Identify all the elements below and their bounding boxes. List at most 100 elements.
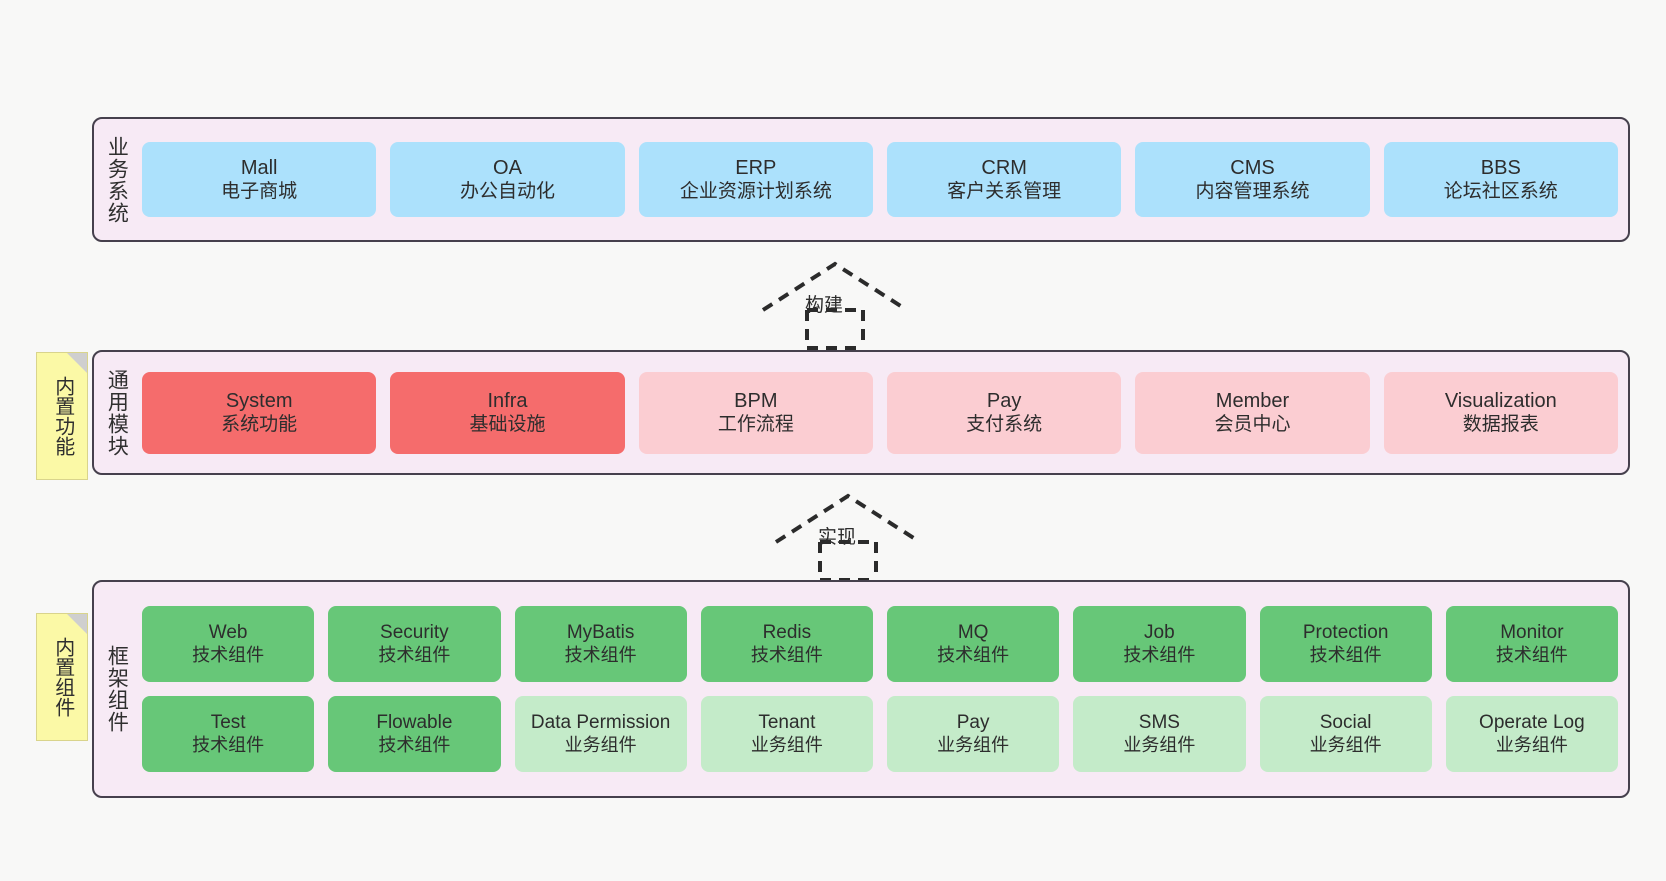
box-title: Operate Log [1479,712,1585,734]
box-title: SMS [1138,712,1180,734]
box-subtitle: 技术组件 [378,734,451,755]
box-subtitle: 内容管理系统 [1195,181,1310,203]
box-title: Pay [986,389,1022,412]
box-title: OA [493,156,522,179]
box-title: BPM [734,389,778,412]
box-title: System [225,389,293,412]
box-title: Tenant [758,712,816,734]
box-subtitle: 业务组件 [937,734,1010,755]
box-title: Protection [1302,622,1389,644]
box-subtitle: 企业资源计划系统 [679,181,832,203]
box-subtitle: 技术组件 [937,644,1010,665]
box-subtitle: 系统功能 [221,414,298,436]
box-title: Flowable [376,712,453,734]
box-subtitle: 技术组件 [378,644,451,665]
box-subtitle: 基础设施 [469,414,546,436]
box-subtitle: 论坛社区系统 [1443,181,1558,203]
box-subtitle: 技术组件 [192,734,265,755]
note-builtin-components-label: 内置组件 [51,637,74,717]
box-title: Security [380,622,449,644]
box-subtitle: 技术组件 [750,644,823,665]
box-subtitle: 技术组件 [1495,644,1568,665]
note-fold-icon [67,614,87,634]
box-subtitle: 业务组件 [750,734,823,755]
box-title: Social [1319,712,1372,734]
box-title: CRM [981,156,1027,179]
box-subtitle: 技术组件 [1309,644,1382,665]
box-title: Redis [762,622,812,644]
box-title: BBS [1480,156,1521,179]
box-title: Member [1215,389,1290,412]
box-subtitle: 技术组件 [192,644,265,665]
box-title: Infra [487,389,528,412]
note-builtin-components: 内置组件 [36,613,88,741]
box-subtitle: 支付系统 [966,414,1043,436]
box-title: ERP [735,156,777,179]
connector-build: 构建 [755,258,915,350]
box-subtitle: 技术组件 [564,644,637,665]
box-title: MQ [957,622,989,644]
box-title: Visualization [1444,389,1557,412]
box-title: Job [1144,622,1175,644]
connector-build-label: 构建 [805,295,844,316]
box-subtitle: 数据报表 [1462,414,1539,436]
layer-framework-components-title: 框架组件 [105,645,129,733]
box-title: Test [210,712,246,734]
box-subtitle: 业务组件 [564,734,637,755]
box-subtitle: 会员中心 [1214,414,1291,436]
box-subtitle: 电子商城 [221,181,298,203]
box-subtitle: 业务组件 [1309,734,1382,755]
box-subtitle: 技术组件 [1123,644,1196,665]
layer-business-systems-title: 业务系统 [105,135,129,224]
box-subtitle: 工作流程 [717,414,794,436]
box-subtitle: 客户关系管理 [947,181,1062,203]
connector-implement-label: 实现 [818,527,857,548]
box-title: Data Permission [530,712,671,734]
box-subtitle: 办公自动化 [459,181,555,203]
box-title: MyBatis [566,622,635,644]
box-subtitle: 业务组件 [1123,734,1196,755]
connector-implement: 实现 [768,490,928,582]
box-subtitle: 业务组件 [1495,734,1568,755]
note-fold-icon [67,353,87,373]
box-title: Monitor [1500,622,1564,644]
